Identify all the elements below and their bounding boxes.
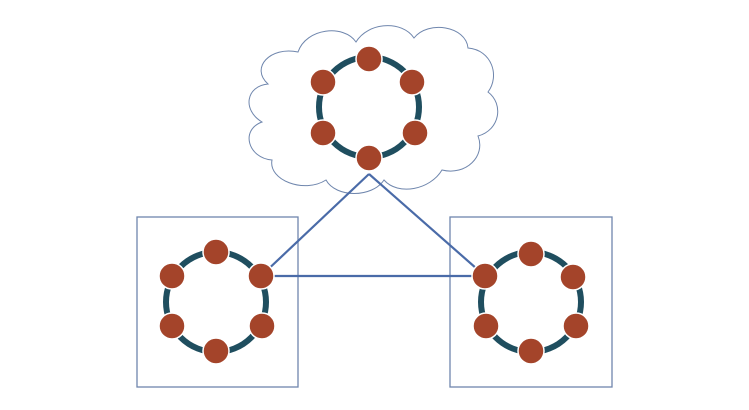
link-cloud-left <box>260 173 370 277</box>
left-site-cluster <box>158 238 276 365</box>
cluster-links <box>260 173 486 278</box>
cloud-node-bottom <box>355 144 383 172</box>
cloud-node-upper-right <box>398 68 426 96</box>
left-node-lower-right <box>248 312 276 340</box>
cloud-node-upper-left <box>309 68 337 96</box>
cloud-node-lower-right <box>401 119 429 147</box>
right-site-cluster <box>471 240 590 365</box>
right-node-upper-left <box>471 262 499 290</box>
left-node-bottom <box>202 337 230 365</box>
right-node-upper-right <box>559 263 587 291</box>
left-node-upper-left <box>158 262 186 290</box>
cloud-outline <box>248 25 499 194</box>
left-node-top <box>202 238 230 266</box>
cloud-cluster <box>309 45 429 172</box>
cloud-node-top <box>355 45 383 73</box>
link-cloud-right <box>368 173 486 277</box>
cloud-container <box>248 25 499 194</box>
right-node-bottom <box>517 337 545 365</box>
left-node-upper-right <box>247 262 275 290</box>
right-node-lower-left <box>472 312 500 340</box>
right-node-lower-right <box>562 312 590 340</box>
left-node-lower-left <box>158 312 186 340</box>
cloud-node-lower-left <box>309 119 337 147</box>
right-node-top <box>517 240 545 268</box>
